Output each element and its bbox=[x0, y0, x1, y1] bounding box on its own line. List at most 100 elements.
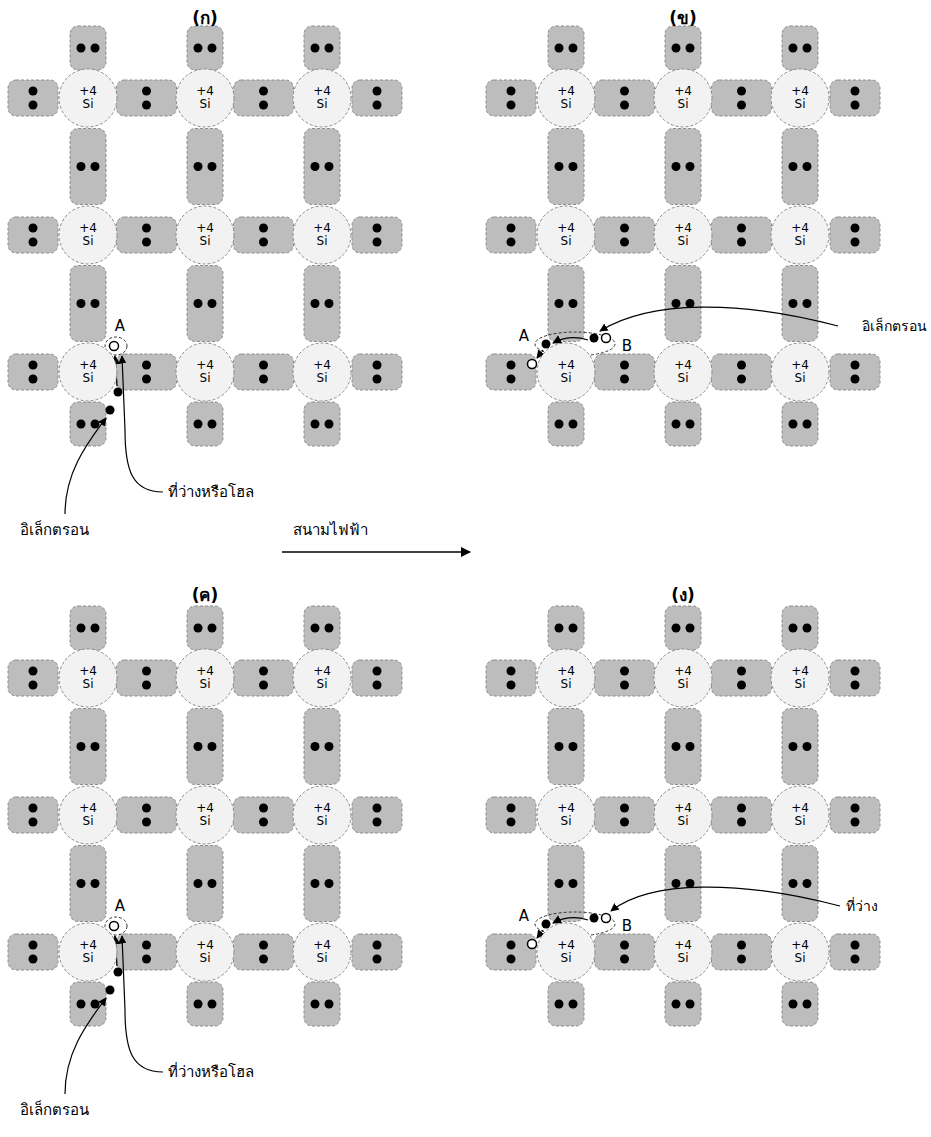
panel-label: (ง) bbox=[671, 581, 695, 608]
atom-circle bbox=[59, 649, 117, 707]
atom-charge-symbol: +4 Si bbox=[557, 222, 575, 248]
atom-label-box: +4 Si bbox=[292, 922, 352, 982]
atom-circle bbox=[59, 343, 117, 401]
atom-charge-symbol: +4 Si bbox=[313, 85, 331, 111]
atom-circle bbox=[771, 786, 829, 844]
silicon-atom: +4 Si bbox=[536, 68, 596, 128]
atom-label-box: +4 Si bbox=[653, 68, 713, 128]
atom-label-box: +4 Si bbox=[58, 342, 118, 402]
atom-circle bbox=[176, 649, 234, 707]
atom-label-box: +4 Si bbox=[292, 648, 352, 708]
silicon-atom: +4 Si bbox=[58, 68, 118, 128]
silicon-atom: +4 Si bbox=[58, 648, 118, 708]
atom-charge-symbol: +4 Si bbox=[791, 222, 809, 248]
silicon-atom: +4 Si bbox=[536, 922, 596, 982]
point-label: B bbox=[622, 917, 632, 935]
atom-circle bbox=[654, 69, 712, 127]
atom-circle bbox=[293, 786, 351, 844]
callout-label: อิเล็กตรอน bbox=[20, 518, 89, 542]
atom-circle bbox=[59, 206, 117, 264]
point-label: A bbox=[519, 327, 529, 345]
point-label: A bbox=[115, 897, 125, 915]
atom-circle bbox=[771, 649, 829, 707]
atom-label-box: +4 Si bbox=[653, 342, 713, 402]
atom-charge-symbol: +4 Si bbox=[557, 85, 575, 111]
atom-label-box: +4 Si bbox=[175, 342, 235, 402]
callout-label: อิเล็กตรอน bbox=[862, 315, 927, 337]
silicon-atom: +4 Si bbox=[292, 922, 352, 982]
atom-charge-symbol: +4 Si bbox=[674, 222, 692, 248]
atom-circle bbox=[654, 343, 712, 401]
atom-charge-symbol: +4 Si bbox=[313, 359, 331, 385]
lattice-panel bbox=[486, 26, 880, 446]
atom-charge-symbol: +4 Si bbox=[557, 359, 575, 385]
atom-charge-symbol: +4 Si bbox=[674, 802, 692, 828]
silicon-atom: +4 Si bbox=[536, 648, 596, 708]
atom-label-box: +4 Si bbox=[292, 342, 352, 402]
atom-charge-symbol: +4 Si bbox=[791, 802, 809, 828]
atom-label-box: +4 Si bbox=[653, 922, 713, 982]
atom-label-box: +4 Si bbox=[653, 205, 713, 265]
silicon-atom: +4 Si bbox=[653, 922, 713, 982]
atom-charge-symbol: +4 Si bbox=[313, 802, 331, 828]
atom-label-box: +4 Si bbox=[292, 205, 352, 265]
atom-charge-symbol: +4 Si bbox=[674, 939, 692, 965]
atom-label-box: +4 Si bbox=[770, 785, 830, 845]
atom-circle bbox=[293, 649, 351, 707]
atom-label-box: +4 Si bbox=[292, 785, 352, 845]
atom-circle bbox=[537, 206, 595, 264]
atom-label-box: +4 Si bbox=[770, 205, 830, 265]
silicon-atom: +4 Si bbox=[58, 922, 118, 982]
atom-charge-symbol: +4 Si bbox=[196, 359, 214, 385]
silicon-atom: +4 Si bbox=[292, 785, 352, 845]
silicon-atom: +4 Si bbox=[653, 205, 713, 265]
atom-circle bbox=[771, 923, 829, 981]
silicon-atom: +4 Si bbox=[653, 342, 713, 402]
atom-circle bbox=[537, 649, 595, 707]
lattice-panel bbox=[8, 26, 402, 446]
field-arrow bbox=[282, 551, 470, 553]
atom-label-box: +4 Si bbox=[536, 342, 596, 402]
silicon-atom: +4 Si bbox=[292, 342, 352, 402]
atom-charge-symbol: +4 Si bbox=[196, 665, 214, 691]
leader-line bbox=[600, 307, 838, 331]
atom-circle bbox=[654, 786, 712, 844]
leader-line bbox=[611, 887, 840, 911]
callout-label: ที่ว่างหรือโฮล bbox=[168, 480, 254, 504]
atom-label-box: +4 Si bbox=[175, 922, 235, 982]
atom-charge-symbol: +4 Si bbox=[791, 359, 809, 385]
atom-circle bbox=[771, 206, 829, 264]
silicon-atom: +4 Si bbox=[292, 68, 352, 128]
atom-label-box: +4 Si bbox=[653, 648, 713, 708]
atom-charge-symbol: +4 Si bbox=[79, 85, 97, 111]
atom-label-box: +4 Si bbox=[58, 785, 118, 845]
silicon-atom: +4 Si bbox=[770, 205, 830, 265]
atom-label-box: +4 Si bbox=[175, 785, 235, 845]
silicon-atom: +4 Si bbox=[536, 785, 596, 845]
silicon-atom: +4 Si bbox=[536, 342, 596, 402]
atom-circle bbox=[654, 923, 712, 981]
atom-label-box: +4 Si bbox=[175, 648, 235, 708]
atom-label-box: +4 Si bbox=[536, 205, 596, 265]
atom-circle bbox=[176, 69, 234, 127]
silicon-atom: +4 Si bbox=[653, 648, 713, 708]
atom-charge-symbol: +4 Si bbox=[674, 665, 692, 691]
silicon-atom: +4 Si bbox=[175, 205, 235, 265]
atom-label-box: +4 Si bbox=[58, 922, 118, 982]
atom-charge-symbol: +4 Si bbox=[791, 85, 809, 111]
atom-label-box: +4 Si bbox=[175, 68, 235, 128]
silicon-atom: +4 Si bbox=[536, 205, 596, 265]
atom-charge-symbol: +4 Si bbox=[79, 359, 97, 385]
atom-charge-symbol: +4 Si bbox=[196, 802, 214, 828]
atom-charge-symbol: +4 Si bbox=[79, 222, 97, 248]
callout-label: ที่ว่าง bbox=[846, 895, 878, 917]
silicon-atom: +4 Si bbox=[58, 785, 118, 845]
callout-label: ที่ว่างหรือโฮล bbox=[168, 1060, 254, 1084]
atom-charge-symbol: +4 Si bbox=[79, 665, 97, 691]
atom-circle bbox=[176, 343, 234, 401]
lattice-panel bbox=[8, 606, 402, 1026]
silicon-atom: +4 Si bbox=[175, 342, 235, 402]
field-label: สนามไฟฟ้า bbox=[293, 518, 368, 542]
atom-charge-symbol: +4 Si bbox=[313, 939, 331, 965]
silicon-atom: +4 Si bbox=[175, 68, 235, 128]
